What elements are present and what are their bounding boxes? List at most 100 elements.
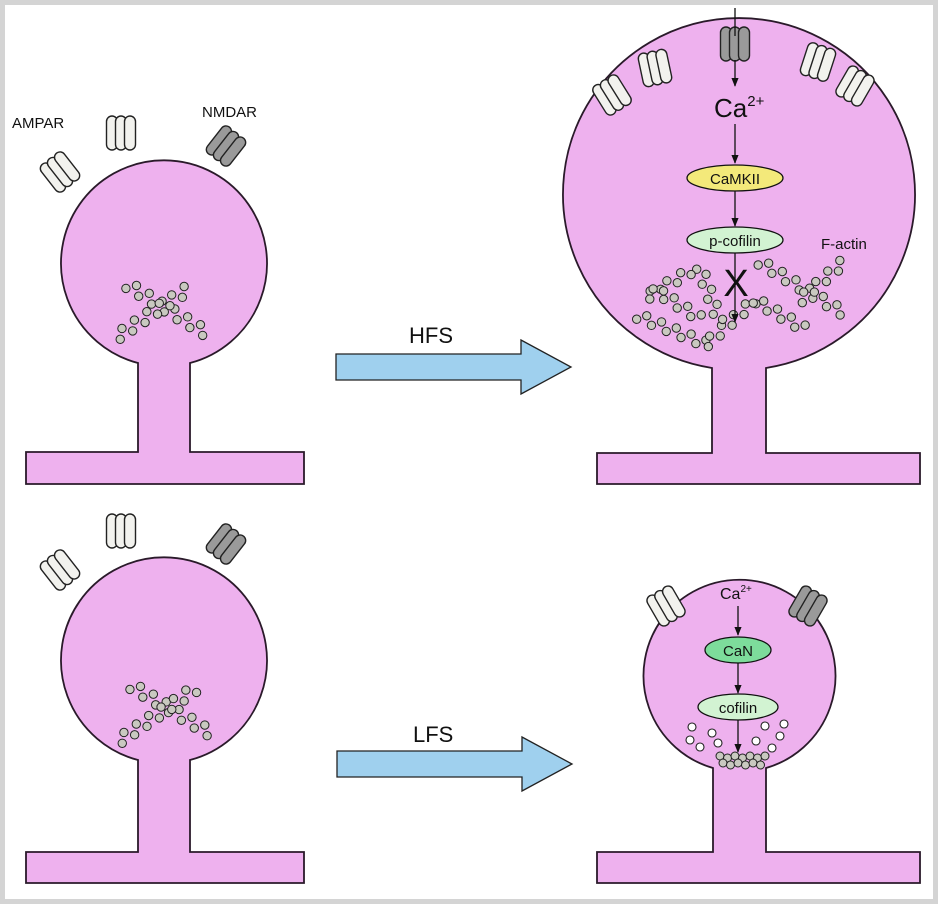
actin-bead	[675, 267, 686, 278]
actin-monomer	[760, 721, 770, 731]
calcium-label-small: Ca2+	[720, 584, 752, 603]
actin-bead	[692, 264, 702, 274]
actin-bead	[718, 758, 728, 768]
actin-bead	[197, 330, 208, 341]
actin-bead	[767, 268, 777, 279]
actin-bead	[631, 314, 642, 324]
f-actin-filament-icon	[115, 280, 208, 345]
actin-bead	[797, 297, 808, 308]
actin-bead	[115, 334, 125, 345]
actin-monomer	[751, 736, 761, 746]
actin-bead	[676, 332, 686, 343]
actin-bead	[658, 294, 669, 305]
ampar-receptor-icon	[105, 513, 137, 549]
f-actin-filament-icon	[117, 681, 212, 749]
actin-bead	[811, 276, 821, 287]
actin-bead	[646, 320, 657, 331]
actin-bead	[202, 731, 212, 741]
actin-bead	[686, 269, 696, 280]
actin-bead	[704, 331, 715, 341]
actin-bead	[786, 312, 797, 322]
can-label: CaN	[723, 643, 753, 660]
actin-bead	[712, 299, 722, 310]
actin-bead	[762, 306, 772, 316]
actin-bead	[715, 331, 725, 341]
actin-bead	[138, 692, 148, 702]
actin-bead	[748, 758, 758, 768]
actin-bead	[717, 314, 728, 325]
actin-bead	[821, 301, 832, 312]
actin-bead	[142, 306, 152, 317]
actin-bead	[661, 326, 671, 337]
actin-bead	[733, 758, 743, 768]
actin-bead	[818, 291, 828, 302]
actin-bead	[152, 309, 163, 319]
actin-bead	[696, 310, 706, 320]
actin-bead	[121, 283, 131, 294]
actin-bead	[187, 712, 197, 722]
actin-bead	[686, 311, 696, 322]
actin-bead	[156, 702, 166, 712]
actin-bead	[642, 311, 652, 321]
actin-bead	[726, 760, 735, 770]
actin-bead	[727, 320, 737, 330]
actin-bead	[140, 317, 150, 328]
ampar-receptor-icon	[835, 65, 875, 107]
actin-bead	[708, 309, 718, 319]
actin-bead	[129, 315, 140, 325]
actin-bead	[117, 323, 127, 334]
ampar-receptor-icon	[592, 74, 632, 116]
actin-monomer	[685, 735, 695, 745]
nmdar-receptor-icon	[719, 26, 751, 62]
nmdar-receptor-icon	[788, 585, 828, 627]
p-cofilin-label: p-cofilin	[709, 233, 761, 250]
f-actin-label: F-actin	[821, 236, 867, 253]
actin-bead	[662, 276, 672, 286]
ampar-label: AMPAR	[12, 115, 64, 132]
actin-bead	[763, 258, 774, 268]
actin-monomer	[707, 728, 717, 738]
actin-bead	[125, 684, 135, 695]
ampar-receptor-icon	[646, 585, 686, 627]
actin-bead	[748, 298, 758, 308]
actin-bead	[799, 287, 809, 297]
actin-bead	[672, 303, 682, 313]
actin-bead	[760, 751, 770, 761]
actin-bead	[823, 266, 833, 276]
actin-bead	[177, 292, 188, 303]
actin-bead	[835, 255, 845, 266]
spine-top-left	[25, 159, 305, 485]
actin-bead	[772, 304, 783, 314]
actin-bead	[809, 287, 820, 297]
actin-monomer	[775, 731, 785, 741]
actin-bead	[185, 322, 195, 333]
actin-bead	[753, 260, 763, 270]
spine-bottom-right-lfs	[596, 578, 921, 884]
stimulus-arrow-icon	[335, 338, 573, 396]
actin-bead	[780, 276, 791, 287]
actin-bead	[200, 720, 210, 730]
lfs-label: LFS	[413, 722, 453, 747]
actin-bead	[182, 312, 193, 322]
actin-bead	[176, 715, 187, 725]
actin-bead	[131, 280, 142, 291]
ampar-receptor-icon	[637, 48, 673, 88]
actin-bead	[179, 696, 189, 706]
actin-bead	[144, 288, 154, 299]
actin-bead	[189, 723, 199, 733]
actin-bead	[645, 294, 655, 304]
actin-monomer	[687, 722, 697, 732]
actin-bead	[703, 341, 714, 352]
actin-bead	[154, 298, 164, 308]
nmdar-label: NMDAR	[202, 104, 257, 121]
actin-bead	[117, 738, 127, 749]
actin-bead	[833, 266, 844, 276]
actin-bead	[832, 300, 842, 310]
actin-bead	[143, 710, 154, 721]
actin-bead	[790, 322, 800, 332]
nmdar-receptor-icon	[205, 125, 247, 167]
actin-bead	[683, 301, 693, 312]
actin-bead	[168, 693, 179, 704]
actin-bead	[172, 315, 182, 325]
actin-bead	[658, 286, 669, 296]
